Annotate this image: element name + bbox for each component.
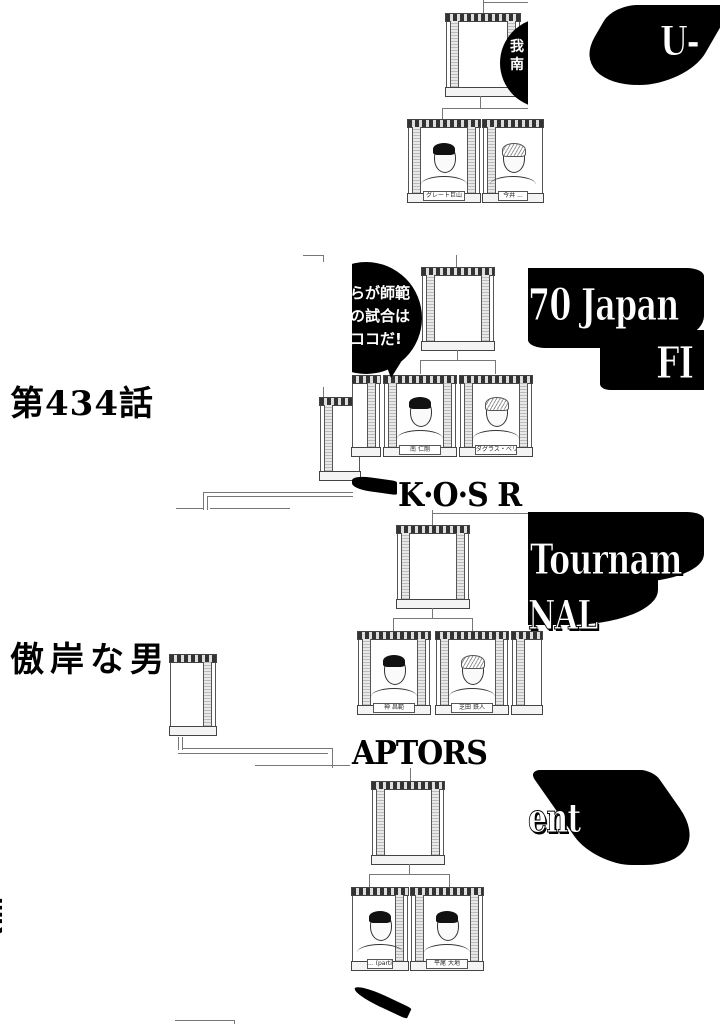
fighter-portrait: グレート巨山 — [407, 119, 481, 203]
fighter-name: 平尾 大地 — [426, 959, 468, 969]
logo-fragment: Tournam — [530, 535, 683, 585]
logo-wing — [352, 474, 397, 496]
fighter-portrait: ダグラス・ベリー — [459, 375, 533, 457]
fighter-name: ダグラス・ベリー — [475, 445, 517, 455]
bracket-empty-frame — [421, 267, 495, 351]
speech-line: ココだ! — [350, 330, 402, 348]
bracket-frame-partial — [169, 654, 217, 736]
chapter-number: 第434話 — [10, 384, 154, 424]
logo-fragment: ent — [528, 795, 582, 843]
fighter-name: 神 昌範 — [373, 703, 415, 713]
logo-fragment: 70 Japan — [528, 280, 680, 332]
fighter-name: グレート巨山 — [423, 191, 465, 201]
fighter-portrait: 神 昌範 — [357, 631, 431, 715]
logo-fragment: U- — [660, 18, 701, 66]
fighter-name: 芝田 鉄人 — [451, 703, 493, 713]
fighter-name: ... (partial) — [367, 959, 393, 969]
bracket-empty-frame — [371, 781, 445, 865]
logo-wing — [600, 330, 704, 390]
fighter-portrait: 南 仁剛 — [383, 375, 457, 457]
speech-line: 我 — [510, 39, 524, 55]
speech-line: 南 — [510, 57, 524, 73]
speech-line: らが師範 — [350, 284, 411, 302]
fighter-name: 今井 ... — [498, 191, 528, 201]
logo-fragment: APTORS — [352, 734, 488, 773]
fighter-portrait — [511, 631, 543, 715]
logo-wing — [352, 982, 412, 1020]
speech-line: の試合は — [350, 307, 411, 325]
fighter-name: 南 仁剛 — [399, 445, 441, 455]
logo-fragment: K·O·S R — [398, 476, 522, 515]
fighter-portrait: 平尾 大地 — [410, 887, 484, 971]
chapter-title-fragment: 男 — [0, 894, 30, 941]
fighter-portrait: ... (partial) — [351, 887, 409, 971]
fighter-portrait — [351, 375, 381, 457]
logo-fragment: FI — [656, 338, 695, 390]
speech-bubble-tail — [385, 362, 401, 378]
fighter-portrait: 芝田 鉄人 — [435, 631, 509, 715]
logo-fragment: NAL — [528, 592, 599, 640]
bracket-empty-frame — [396, 525, 470, 609]
logo-wing — [528, 512, 704, 582]
fighter-portrait: 今井 ... — [482, 119, 544, 203]
chapter-title: 傲岸な男 — [10, 640, 170, 680]
